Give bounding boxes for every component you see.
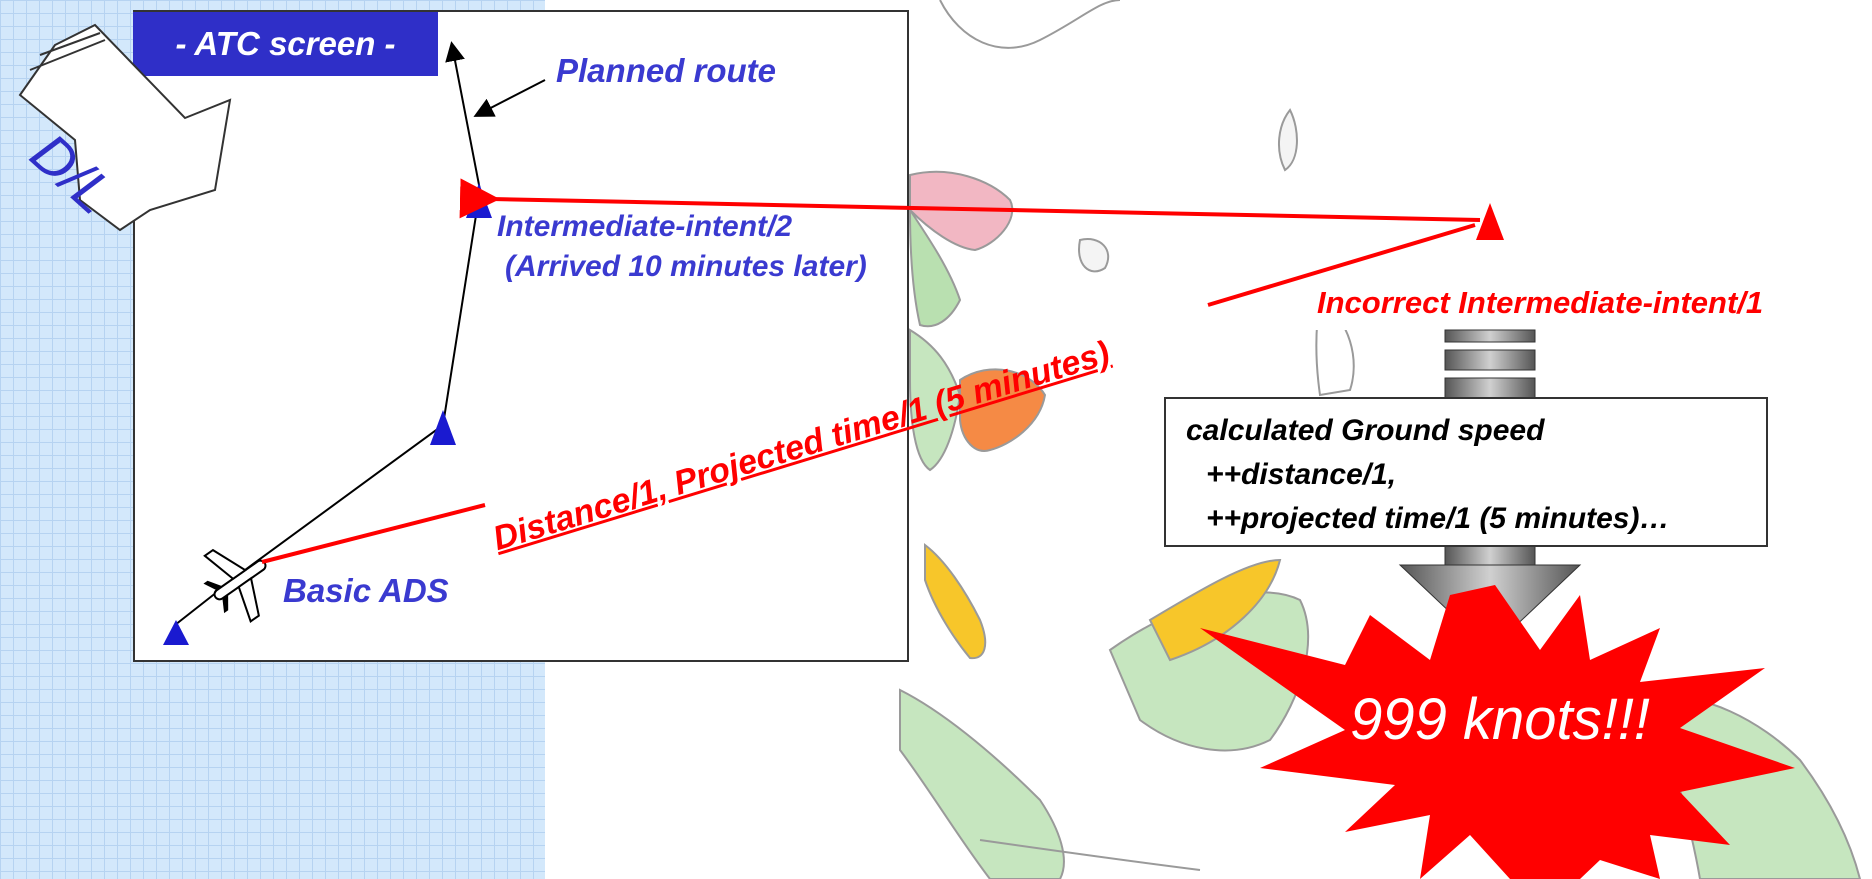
intent-mismatch-line: [459, 178, 1481, 222]
calc-line-1: calculated Ground speed: [1186, 414, 1545, 447]
projection-line-upper: [1207, 223, 1476, 307]
calc-line-3: ++projected time/1 (5 minutes)…: [1206, 502, 1670, 535]
map-island-taiwan: [1278, 108, 1298, 172]
calc-line-2: ++distance/1,: [1206, 458, 1397, 491]
map-region-cambodia: [959, 368, 1047, 452]
planned-route-pointer-arrow: [473, 79, 546, 117]
map-island-hainan: [1078, 238, 1110, 273]
map-region-vietnam: [908, 206, 962, 328]
waypoint-mid-icon: [430, 410, 456, 445]
planned-route-label: Planned route: [556, 52, 777, 89]
downlink-arrow-icon: [18, 23, 232, 232]
aircraft-icon: [203, 548, 267, 623]
basic-ads-label: Basic ADS: [283, 572, 449, 609]
map-coast-north: [939, 0, 1121, 49]
arrived-note-label: (Arrived 10 minutes later): [505, 250, 867, 283]
map-coast-java: [979, 839, 1201, 871]
waypoint-intent2-icon: [466, 183, 492, 218]
waypoint-start-icon: [163, 620, 189, 645]
incorrect-label-background: [1284, 280, 1872, 330]
atc-screen-panel: [133, 10, 909, 662]
speed-result-label: 999 knots!!!: [1350, 687, 1650, 752]
waypoint-incorrect-intent1-icon: [1476, 203, 1504, 240]
map-region-malaysia-peninsula: [924, 542, 987, 660]
map-region-sabah: [1148, 558, 1282, 662]
atc-screen-title: - ATC screen -: [133, 12, 438, 76]
ground-speed-calculation-box: calculated Ground speed ++distance/1, ++…: [1164, 397, 1768, 547]
incorrect-intent-1-label: Incorrect Intermediate-intent/1: [1317, 285, 1764, 320]
intermediate-intent-2-label: Intermediate-intent/2: [497, 210, 793, 243]
map-region-sumatra: [899, 688, 1065, 879]
projection-line-lower: [261, 503, 486, 564]
map-region-thailand: [909, 328, 962, 472]
explosion-burst-icon: [1200, 585, 1795, 879]
